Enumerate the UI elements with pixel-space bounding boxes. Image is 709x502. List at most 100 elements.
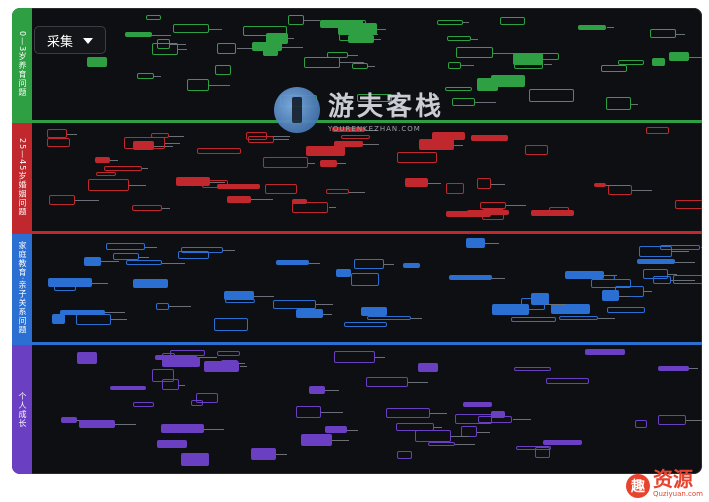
watermark-subtitle: YOURENKEZHAN.COM xyxy=(328,125,421,133)
mindmap-connector xyxy=(250,199,274,201)
mindmap-node xyxy=(201,179,229,188)
mindmap-node xyxy=(223,291,254,300)
mindmap-connector xyxy=(111,319,127,321)
mindmap-node xyxy=(431,132,466,140)
mindmap-node xyxy=(417,363,439,373)
mindmap-node xyxy=(528,89,574,102)
mindmap-node xyxy=(95,157,110,163)
mindmap-connector xyxy=(66,133,78,135)
collect-dropdown[interactable]: 采集 xyxy=(34,26,106,54)
mindmap-connector xyxy=(209,84,231,86)
mindmap-connector xyxy=(222,249,235,251)
mindmap-node xyxy=(565,270,604,279)
mindmap-connector xyxy=(347,429,359,431)
mindmap-node xyxy=(287,14,304,26)
mindmap-node xyxy=(639,245,673,258)
mindmap-node xyxy=(385,407,430,419)
mindmap-connector xyxy=(169,306,191,308)
mindmap-node xyxy=(126,260,162,266)
mindmap-connector xyxy=(454,443,475,445)
mindmap-node xyxy=(331,127,365,133)
mindmap-node xyxy=(181,246,223,253)
mindmap-node xyxy=(515,446,552,451)
mindmap-connector xyxy=(685,419,702,421)
mindmap-connector xyxy=(324,389,339,391)
mindmap-connector xyxy=(238,363,246,364)
mindmap-connector xyxy=(362,143,379,145)
mindmap-node xyxy=(350,273,379,286)
section-label-2: 家庭教育·亲子关系问题 xyxy=(12,234,32,342)
mindmap-node xyxy=(136,72,155,79)
mindmap-node xyxy=(445,211,491,218)
mindmap-connector xyxy=(670,280,695,282)
mindmap-node xyxy=(402,263,420,269)
mindmap-connector xyxy=(349,191,366,193)
mindmap-node xyxy=(605,97,631,110)
mindmap-node xyxy=(396,423,435,432)
mindmap-connector xyxy=(320,411,343,413)
mindmap-connector xyxy=(630,103,639,105)
mindmap-node xyxy=(601,290,619,302)
mindmap-connector xyxy=(204,428,224,430)
mindmap-node xyxy=(419,139,455,150)
collect-dropdown-label: 采集 xyxy=(47,34,74,50)
mindmap-connector xyxy=(493,52,515,54)
mindmap-node xyxy=(172,24,210,34)
mindmap-node xyxy=(513,59,544,69)
mindmap-node xyxy=(187,78,210,91)
mindmap-connector xyxy=(161,262,185,264)
mindmap-node xyxy=(77,352,97,365)
mindmap-node xyxy=(326,189,350,194)
mindmap-connector xyxy=(598,318,615,320)
mindmap-connector xyxy=(506,205,527,207)
mindmap-connector xyxy=(543,59,554,61)
mindmap-connector xyxy=(152,34,171,36)
mindmap-node xyxy=(452,98,475,106)
mindmap-node xyxy=(642,268,669,279)
mindmap-node xyxy=(514,367,551,372)
mindmap-connector xyxy=(377,29,386,31)
mindmap-node xyxy=(477,178,491,190)
mindmap-node xyxy=(559,315,599,321)
mindmap-node xyxy=(109,385,146,391)
mindmap-node xyxy=(521,297,545,310)
watermark-title: 游夫客栈 xyxy=(328,92,445,122)
mindmap-node xyxy=(87,56,107,67)
mindmap-node xyxy=(660,245,701,250)
mindmap-node xyxy=(462,402,492,408)
site-badge-title: 资源 xyxy=(652,467,693,491)
mindmap-connector xyxy=(315,304,333,306)
mindmap-node xyxy=(448,274,492,281)
mindmap-node xyxy=(454,414,493,425)
mindmap-node xyxy=(591,279,631,289)
mindmap-node xyxy=(511,317,556,322)
mindmap-connector xyxy=(282,46,304,48)
mindmap-node xyxy=(104,166,142,171)
mindmap-connector xyxy=(210,181,226,183)
mindmap-node xyxy=(132,401,154,408)
mindmap-node xyxy=(668,52,689,61)
mindmap-node xyxy=(265,183,297,195)
mindmap-connector xyxy=(367,65,376,67)
mindmap-connector xyxy=(161,208,170,210)
mindmap-node xyxy=(646,127,669,134)
mindmap-node xyxy=(365,376,408,388)
mindmap-connector xyxy=(104,312,125,314)
mindmap-node xyxy=(531,210,574,217)
mindmap-connector xyxy=(328,207,337,209)
mindmap-connector xyxy=(141,168,148,170)
mindmap-node xyxy=(160,424,204,433)
mindmap-node xyxy=(348,34,374,44)
mindmap-node xyxy=(195,393,218,403)
mindmap-node xyxy=(301,433,332,446)
mindmap-connector xyxy=(429,413,448,414)
mindmap-connector xyxy=(196,357,217,359)
mindmap-node xyxy=(125,32,153,37)
mindmap-node xyxy=(480,201,507,210)
mindmap-node xyxy=(61,416,77,423)
mindmap-node xyxy=(214,64,232,76)
mindmap-connector xyxy=(170,44,186,46)
mindmap-node xyxy=(320,159,338,167)
mindmap-connector xyxy=(476,431,490,433)
mindmap-connector xyxy=(384,263,395,265)
